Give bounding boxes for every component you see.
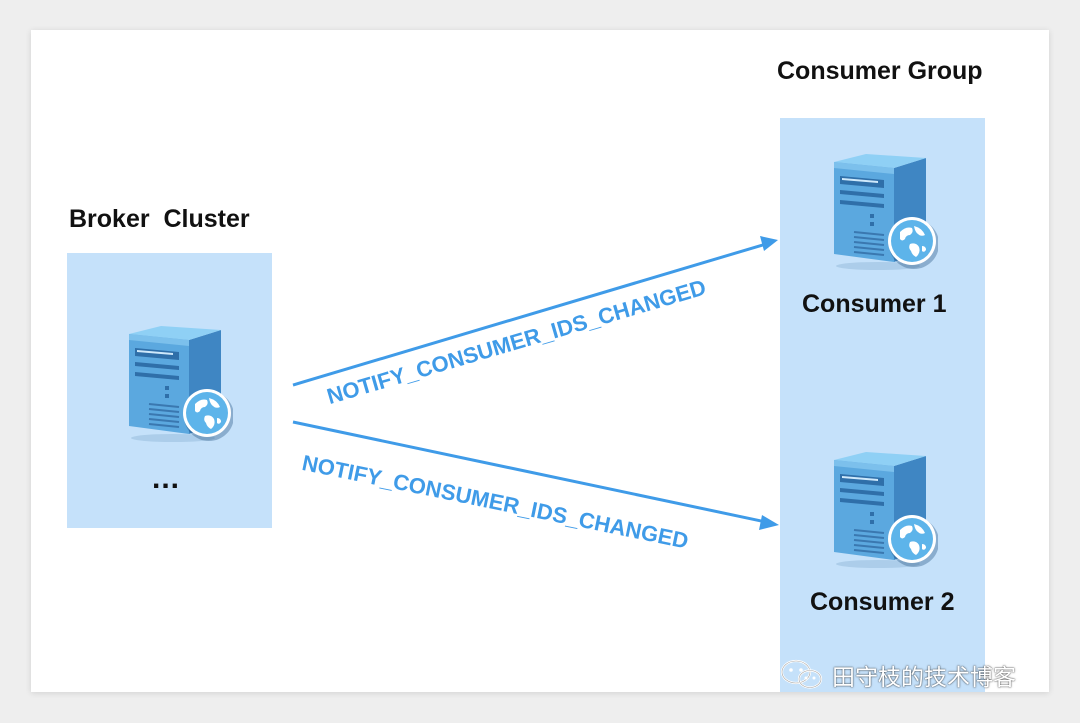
- consumer-1-label: Consumer 1: [802, 290, 947, 318]
- watermark: 田守枝的技术博客: [780, 658, 1016, 692]
- watermark-text: 田守枝的技术博客: [832, 664, 1016, 690]
- arrow-to-consumer-1: [292, 236, 778, 387]
- arrow-to-consumer-2: [292, 420, 779, 530]
- broker-cluster-title: Broker Cluster: [69, 205, 250, 233]
- consumer-2-label: Consumer 2: [810, 588, 955, 616]
- consumer-group-title: Consumer Group: [777, 57, 983, 85]
- wechat-icon: [780, 659, 823, 689]
- broker-ellipsis: ...: [152, 462, 181, 495]
